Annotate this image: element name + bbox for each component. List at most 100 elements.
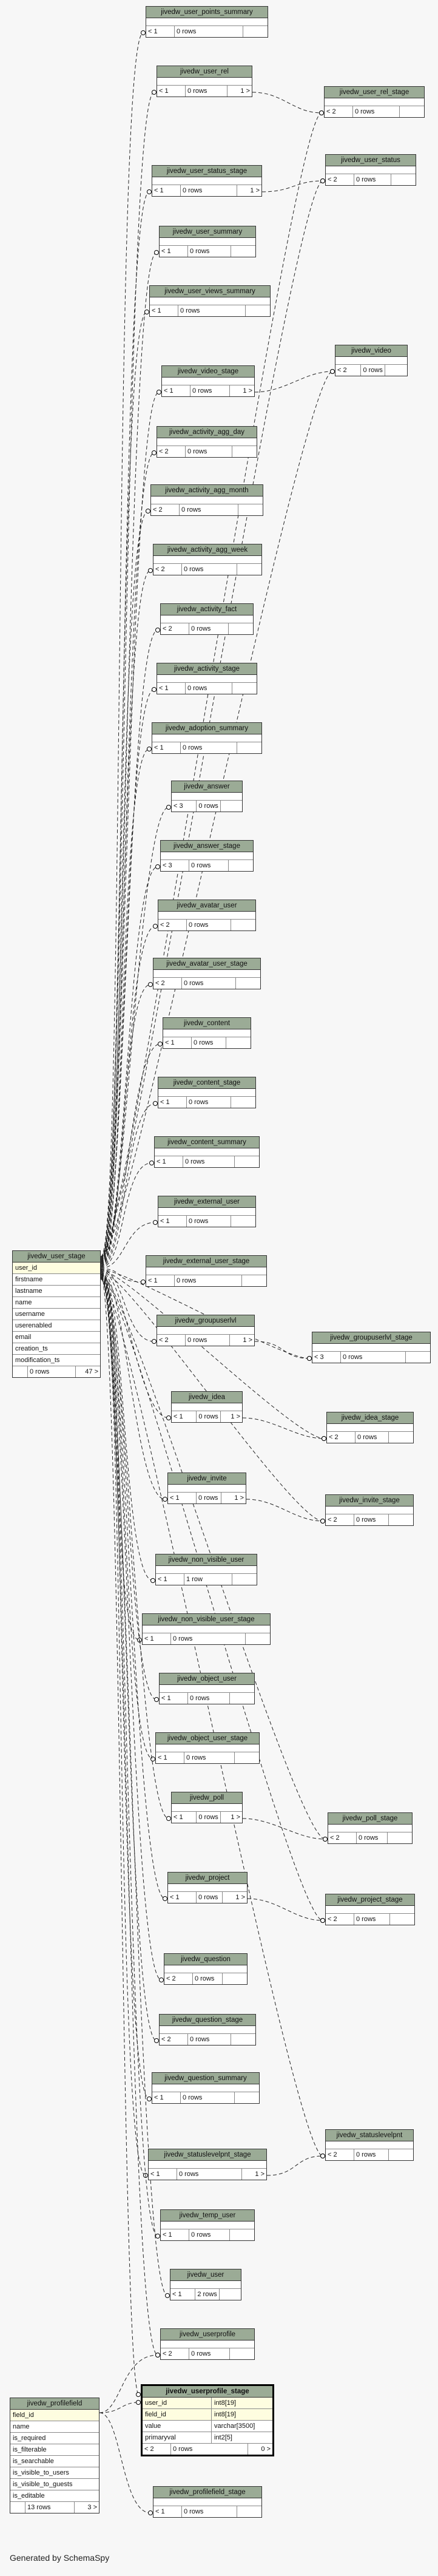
crows-foot-marker <box>307 1356 312 1361</box>
table-name: jivedw_non_visible_user <box>156 1554 257 1566</box>
table-name: jivedw_activity_agg_week <box>153 544 261 556</box>
crows-foot-marker <box>152 450 157 455</box>
column-name: name <box>10 2421 99 2433</box>
table-name: jivedw_activity_fact <box>161 604 253 615</box>
column-name: username <box>15 1310 45 1318</box>
row-count: 0 rows <box>193 1973 223 1984</box>
table-name: jivedw_profilefield <box>10 2398 99 2410</box>
table-name: jivedw_idea_stage <box>327 1412 413 1424</box>
child-count: 1 > <box>235 1894 245 1901</box>
child-count <box>221 801 242 812</box>
ancestor-count: < 1 <box>158 1097 187 1108</box>
ancestor-count: < 2 <box>325 106 353 117</box>
crows-foot-marker <box>148 568 153 573</box>
ancestor-count: < 3 <box>172 801 197 812</box>
elided-columns <box>161 2222 254 2229</box>
ancestor-count: < 1 <box>143 1633 171 1644</box>
row-count: 0 rows <box>355 1432 389 1443</box>
elided-columns <box>326 1906 414 1914</box>
child-count <box>388 1832 412 1843</box>
row-count: 0 rows <box>175 26 243 37</box>
row-count: 13 rows <box>25 2502 75 2513</box>
ancestor-count: < 1 <box>152 742 181 753</box>
relationship-line <box>100 1043 161 1267</box>
column-lastname: lastname <box>13 1286 100 1297</box>
ancestor-count: < 1 <box>155 1156 183 1167</box>
child-count <box>391 174 416 185</box>
ancestor-count: < 2 <box>326 1514 354 1525</box>
column-type: int8[19] <box>211 2398 272 2408</box>
table-name: jivedw_avatar_user <box>158 900 255 912</box>
relationship-line <box>100 1269 155 1342</box>
crows-foot-marker <box>153 924 158 929</box>
column-is-filterable: is_filterable <box>10 2444 99 2456</box>
column-is-visible-to-guests: is_visible_to_guests <box>10 2479 99 2490</box>
column-is-searchable: is_searchable <box>10 2456 99 2467</box>
crows-foot-marker <box>147 189 152 194</box>
relationship-line <box>99 2354 158 2413</box>
column-type: int2[5] <box>211 2432 272 2443</box>
elided-columns <box>156 1566 257 1574</box>
relationship-line <box>100 1269 169 1418</box>
child-count <box>238 504 263 515</box>
child-count: 1 > <box>243 387 252 395</box>
elided-columns <box>326 166 416 174</box>
relationship-line <box>100 866 158 1265</box>
column-name: name <box>13 2423 30 2430</box>
